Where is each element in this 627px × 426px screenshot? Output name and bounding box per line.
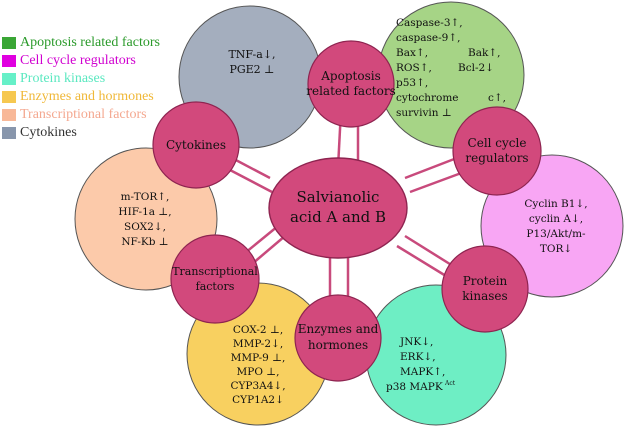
apoptosis-detail-2: caspase-9↑,: [396, 32, 460, 44]
connector-cytokines-b: [229, 168, 273, 194]
legend-label-protein-kinases: Protein kinases: [20, 71, 106, 86]
enzymes-detail-2: MMP-2↓,: [233, 338, 283, 350]
legend-label-apoptosis: Apoptosis related factors: [20, 35, 160, 50]
transcriptional-detail-2: HIF-1a ⊥,: [118, 206, 171, 218]
connector-cytokines: [231, 156, 271, 180]
connector-transcriptional: [244, 225, 279, 254]
apoptosis-detail-9: c↑,: [488, 92, 506, 104]
enzymes-node: [294, 294, 382, 382]
enzymes-detail-3: MMP-9 ⊥,: [231, 352, 286, 364]
legend-item-apoptosis: Apoptosis related factors: [2, 34, 160, 52]
connector-protein-b: [396, 244, 447, 278]
protein-kinases-detail-3: MAPK↑,: [400, 366, 445, 378]
enzymes-detail-4: MPO ⊥,: [237, 366, 280, 378]
legend-label-transcriptional: Transcriptional factors: [20, 107, 147, 122]
protein-kinases-detail-4: p38 MAPK: [386, 381, 443, 393]
protein-kinases-label-line1: Protein: [463, 274, 508, 288]
apoptosis-detail-4: Bak↑,: [468, 47, 500, 59]
apoptosis-label-line1: Apoptosis: [320, 69, 380, 83]
enzymes-label-line1: Enzymes and: [298, 322, 379, 336]
legend-swatch-enzymes: [2, 91, 16, 103]
transcriptional-label-line1: Transcriptional: [172, 265, 258, 278]
legend-item-transcriptional: Transcriptional factors: [2, 106, 160, 124]
cytokines-detail-2: PGE2 ⊥: [229, 63, 274, 76]
enzymes-detail-1: COX-2 ⊥,: [233, 324, 283, 336]
apoptosis-detail-8: cytochrome: [396, 92, 459, 104]
protein-kinases-detail-2: ERK↓,: [400, 351, 436, 363]
apoptosis-detail-5: ROS↑,: [396, 62, 432, 74]
legend-swatch-cell-cycle: [2, 55, 16, 67]
cytokines-node: [152, 101, 240, 189]
legend-label-cytokines: Cytokines: [20, 125, 77, 140]
legend: Apoptosis related factors Cell cycle reg…: [2, 34, 160, 142]
legend-swatch-apoptosis: [2, 37, 16, 49]
cell-cycle-detail-3: P13/Akt/m-: [526, 228, 586, 240]
connector-protein: [404, 234, 454, 268]
apoptosis-detail-1: Caspase-3↑,: [396, 17, 463, 29]
cell-cycle-label-line1: Cell cycle: [468, 136, 527, 150]
cell-cycle-detail-2: cyclin A↓,: [529, 213, 583, 225]
legend-item-protein-kinases: Protein kinases: [2, 70, 160, 88]
apoptosis-detail-7: p53↑,: [396, 77, 428, 89]
transcriptional-label-line2: factors: [196, 280, 235, 293]
center-label-line2: acid A and B: [290, 208, 386, 226]
connector-cell-cycle-b: [409, 170, 465, 194]
cytokines-detail-1: TNF-a↓,: [228, 48, 275, 61]
legend-item-cell-cycle: Cell cycle regulators: [2, 52, 160, 70]
connector-cell-cycle: [404, 154, 463, 180]
apoptosis-detail-10: survivin ⊥: [396, 107, 452, 119]
protein-kinases-detail-1: JNK↓,: [399, 336, 433, 348]
protein-kinases-node: [441, 245, 529, 333]
connector-transcriptional-b: [251, 235, 286, 265]
legend-item-enzymes: Enzymes and hormones: [2, 88, 160, 106]
legend-label-cell-cycle: Cell cycle regulators: [20, 53, 136, 68]
cytokines-label: Cytokines: [166, 138, 226, 152]
enzymes-label-line2: hormones: [308, 338, 368, 352]
cell-cycle-detail-1: Cyclin B1↓,: [524, 198, 587, 210]
transcriptional-detail-3: SOX2↓,: [124, 221, 166, 233]
transcriptional-detail-1: m-TOR↑,: [121, 191, 170, 203]
enzymes-detail-6: CYP1A2↓: [232, 394, 284, 406]
cell-cycle-detail-4: TOR↓: [540, 243, 572, 255]
legend-swatch-protein-kinases: [2, 73, 16, 85]
legend-swatch-transcriptional: [2, 109, 16, 121]
apoptosis-detail-6: Bcl-2↓: [458, 62, 494, 74]
center-node: [268, 157, 408, 259]
cell-cycle-label-line2: regulators: [465, 151, 528, 165]
apoptosis-label-line2: related factors: [306, 84, 396, 98]
apoptosis-node: [307, 40, 395, 128]
apoptosis-detail-3: Bax↑,: [396, 47, 428, 59]
protein-kinases-label-line2: kinases: [462, 289, 507, 303]
legend-label-enzymes: Enzymes and hormones: [20, 89, 154, 104]
protein-kinases-detail-5: Act: [444, 380, 456, 387]
center-label-line1: Salvianolic: [297, 188, 380, 206]
transcriptional-node: [170, 234, 260, 324]
cell-cycle-node: [452, 106, 542, 196]
legend-item-cytokines: Cytokines: [2, 124, 160, 142]
enzymes-detail-5: CYP3A4↓,: [230, 380, 285, 392]
legend-swatch-cytokines: [2, 127, 16, 139]
transcriptional-detail-4: NF-Kb ⊥: [121, 236, 168, 248]
